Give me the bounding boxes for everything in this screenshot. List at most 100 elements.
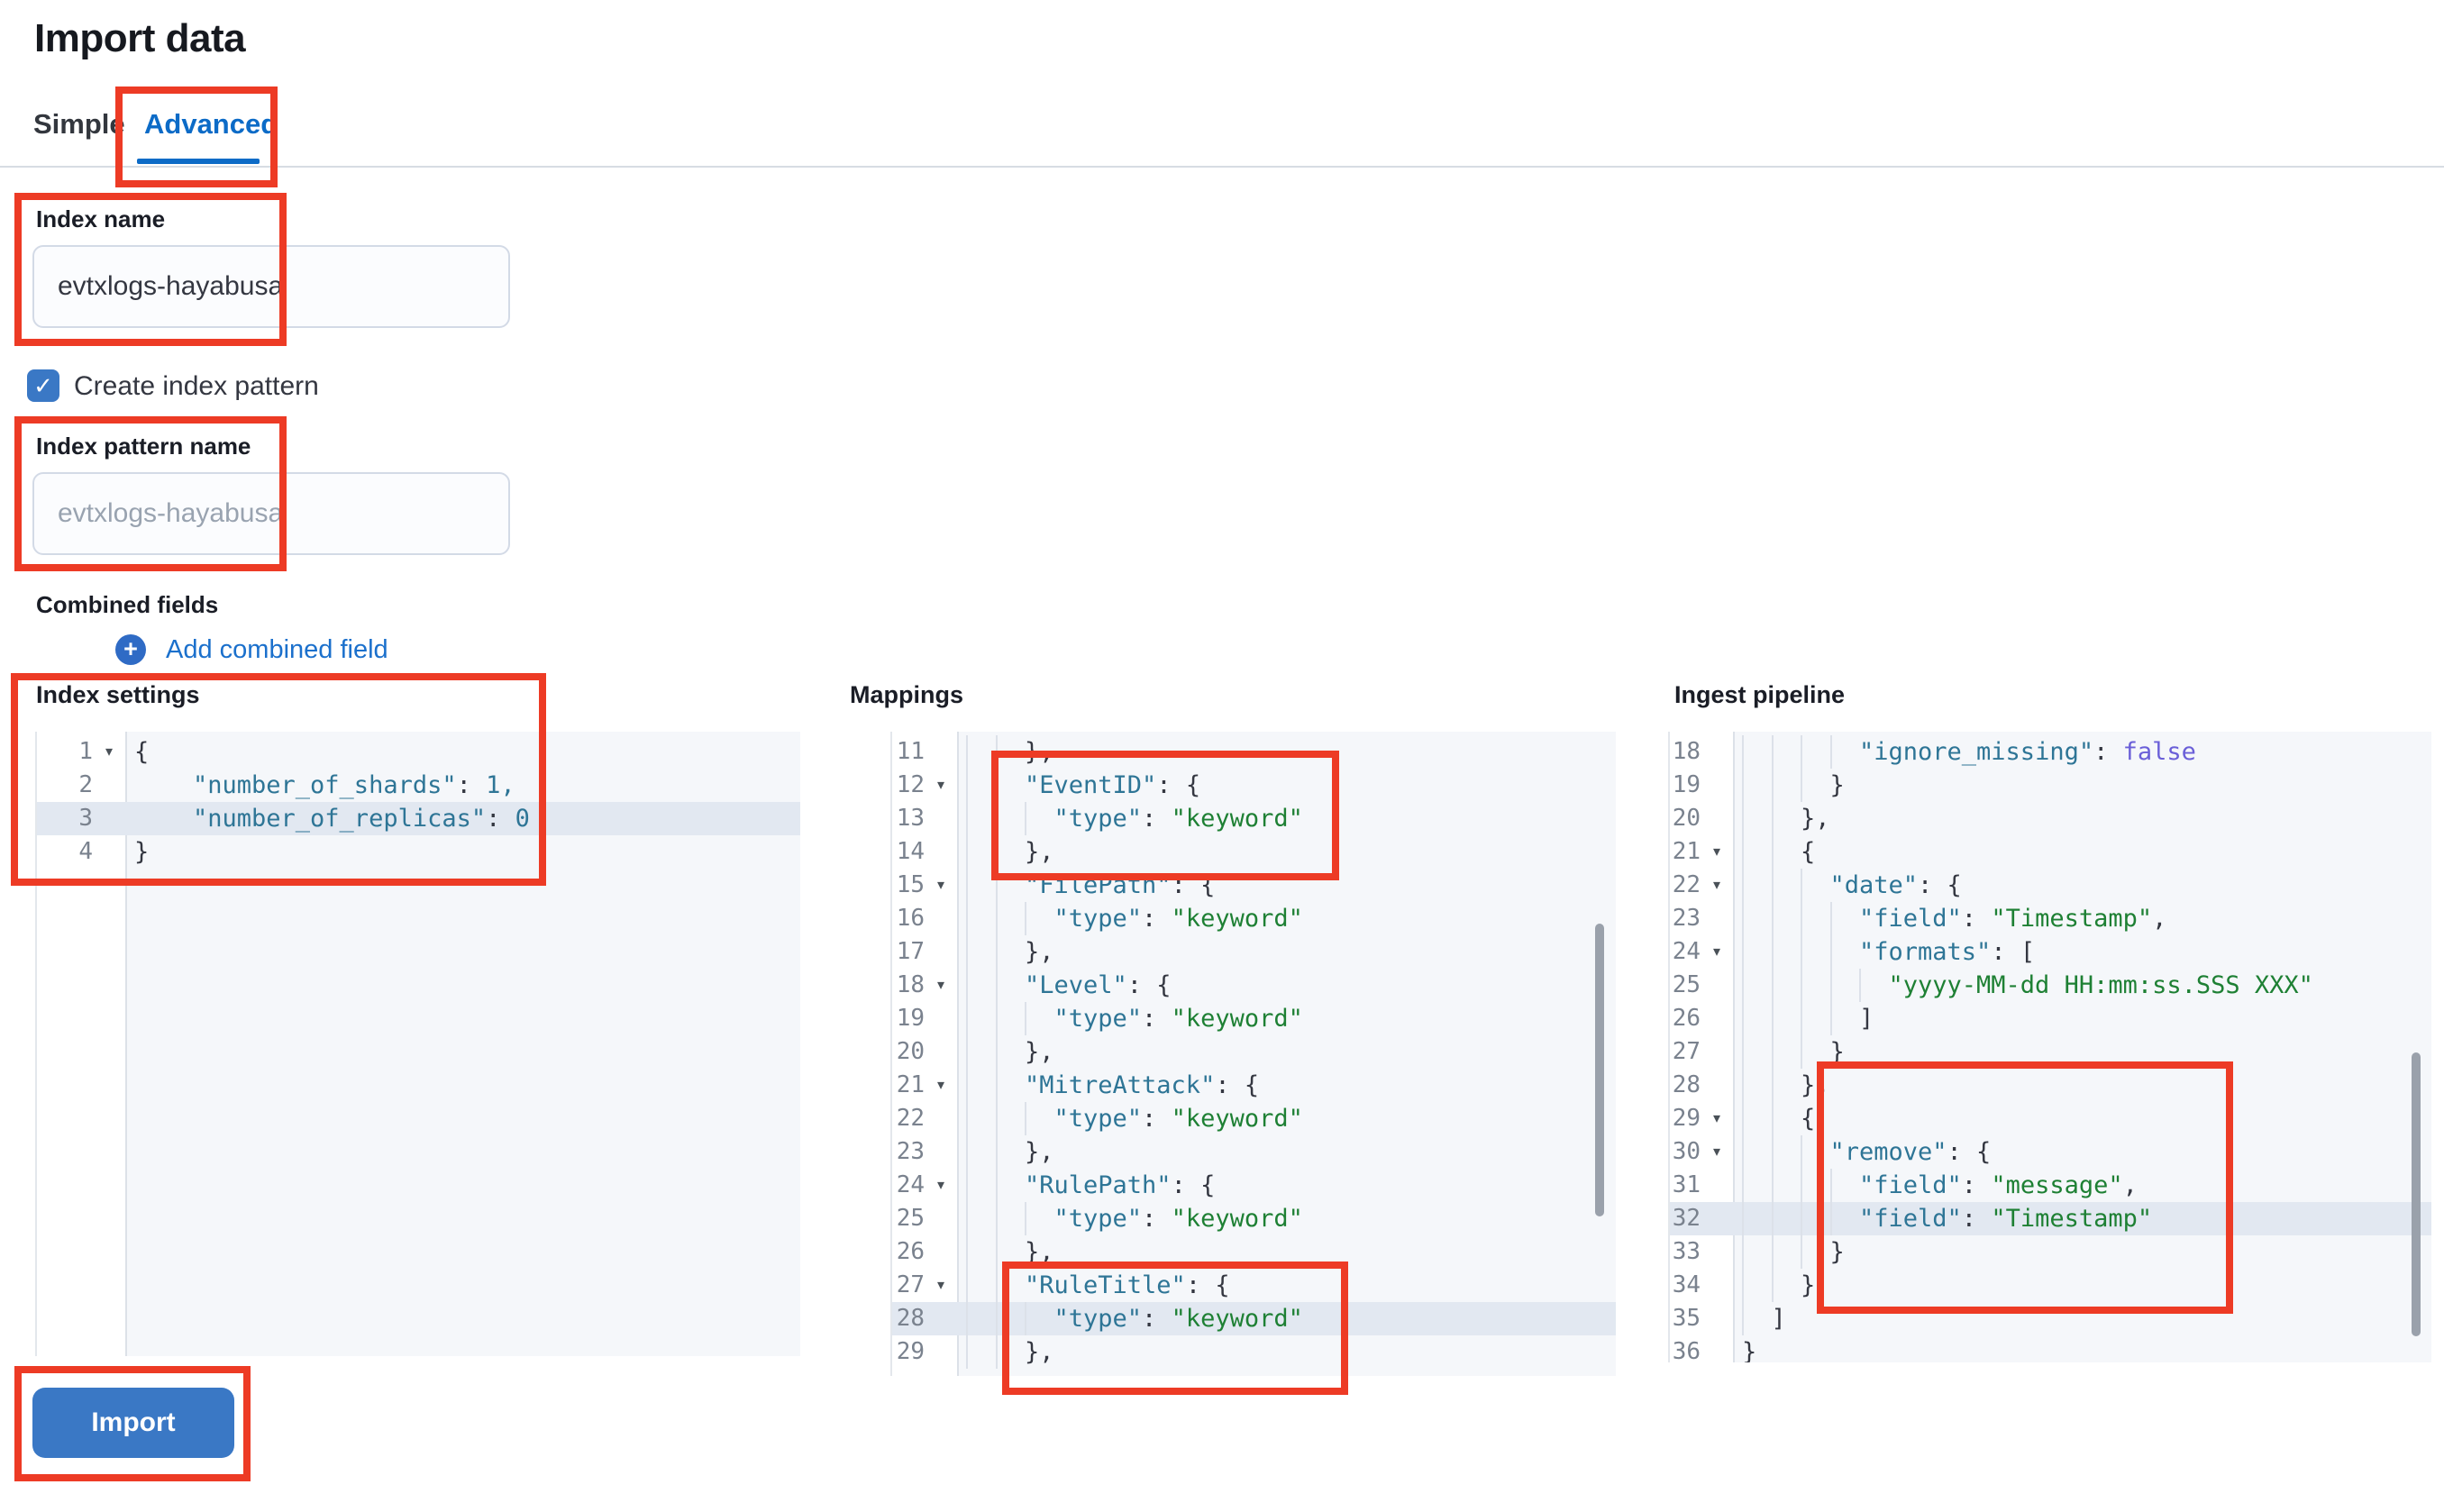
code-line[interactable]: 21▾{ [1670, 835, 2431, 869]
import-button[interactable]: Import [32, 1388, 234, 1458]
fold-caret-icon[interactable]: ▾ [1712, 878, 1721, 893]
active-code-line[interactable]: 32"field": "Timestamp" [1670, 1202, 2431, 1235]
code-line[interactable]: 4} [37, 835, 800, 869]
fold-caret-icon[interactable]: ▾ [936, 1178, 945, 1193]
code-line[interactable]: 24▾"formats": [ [1670, 935, 2431, 969]
active-code-line[interactable]: 28"type": "keyword" [892, 1302, 1616, 1335]
code-line[interactable]: 35] [1670, 1302, 2431, 1335]
code-line[interactable]: 12▾"EventID": { [892, 769, 1616, 802]
code-text: "type": "keyword" [957, 1002, 1616, 1035]
code-line[interactable]: 27} [1670, 1035, 2431, 1069]
code-line[interactable]: 29}, [892, 1335, 1616, 1369]
indent-guide [1025, 902, 1054, 935]
code-line[interactable]: 29▾{ [1670, 1102, 2431, 1135]
fold-caret-slot [925, 802, 957, 835]
fold-caret-icon[interactable]: ▾ [936, 778, 945, 793]
fold-caret-icon[interactable]: ▾ [105, 744, 114, 760]
line-number: 19 [896, 1005, 925, 1032]
token-p: : [1961, 1171, 1992, 1199]
code-text: "number_of_shards": 1, [125, 769, 800, 802]
code-line[interactable]: 20}, [1670, 802, 2431, 835]
indent-guide [996, 869, 1026, 902]
indent-guide [966, 1235, 996, 1269]
code-line[interactable]: 18"ignore_missing": false [1670, 735, 2431, 769]
fold-caret-icon[interactable]: ▾ [1712, 1144, 1721, 1160]
fold-caret-slot [1701, 1235, 1733, 1269]
fold-caret-icon[interactable]: ▾ [936, 1078, 945, 1093]
active-code-line[interactable]: 3"number_of_replicas": 0 [37, 802, 800, 835]
indent-guide [1772, 1235, 1801, 1269]
code-line[interactable]: 21▾"MitreAttack": { [892, 1069, 1616, 1102]
token-k: "number_of_shards" [193, 771, 457, 799]
code-line[interactable]: 24▾"RulePath": { [892, 1169, 1616, 1202]
indent-guide [1742, 835, 1772, 869]
code-line[interactable]: 27▾"RuleTitle": { [892, 1269, 1616, 1302]
code-line[interactable]: 34} [1670, 1269, 2431, 1302]
code-line[interactable]: 25"yyyy-MM-dd HH:mm:ss.SSS XXX" [1670, 969, 2431, 1002]
fold-caret-icon[interactable]: ▾ [936, 1278, 945, 1293]
code-text: "field": "message", [1733, 1169, 2431, 1202]
code-text: "formats": [ [1733, 935, 2431, 969]
indent-guide [966, 1069, 996, 1102]
code-line[interactable]: 14}, [892, 835, 1616, 869]
fold-caret-icon[interactable]: ▾ [1712, 844, 1721, 860]
code-line[interactable]: 20}, [892, 1035, 1616, 1069]
code-line[interactable]: 22▾"date": { [1670, 869, 2431, 902]
code-line[interactable]: 36} [1670, 1335, 2431, 1362]
code-line[interactable]: 11}, [892, 735, 1616, 769]
code-text: "type": "keyword" [957, 1102, 1616, 1135]
add-combined-field-button[interactable]: + Add combined field [115, 634, 388, 665]
code-text: "type": "keyword" [957, 902, 1616, 935]
ingest-pipeline-scrollbar[interactable] [2412, 1052, 2421, 1336]
tab-advanced[interactable]: Advanced [144, 108, 278, 140]
token-p: : { [1185, 1271, 1230, 1299]
code-line[interactable]: 16"type": "keyword" [892, 902, 1616, 935]
line-number: 34 [1672, 1271, 1701, 1298]
code-line[interactable]: 22"type": "keyword" [892, 1102, 1616, 1135]
token-s: "Timestamp" [1991, 905, 2153, 933]
mappings-editor[interactable]: 11},12▾"EventID": {13"type": "keyword"14… [890, 732, 1616, 1376]
code-line[interactable]: 13"type": "keyword" [892, 802, 1616, 835]
token-p: : { [1171, 1171, 1216, 1199]
code-text: "ignore_missing": false [1733, 735, 2431, 769]
indent-guide [1830, 1202, 1860, 1235]
line-number: 23 [896, 1138, 925, 1165]
index-pattern-name-input[interactable] [32, 472, 510, 555]
code-line[interactable]: 2"number_of_shards": 1, [37, 769, 800, 802]
code-line[interactable]: 18▾"Level": { [892, 969, 1616, 1002]
line-number: 20 [1672, 805, 1701, 832]
fold-caret-slot [925, 1002, 957, 1035]
code-line[interactable]: 26}, [892, 1235, 1616, 1269]
token-k: "RuleTitle" [1025, 1271, 1186, 1299]
code-line[interactable]: 19} [1670, 769, 2431, 802]
tab-simple[interactable]: Simple [33, 108, 125, 140]
fold-caret-icon[interactable]: ▾ [936, 878, 945, 893]
code-line[interactable]: 23}, [892, 1135, 1616, 1169]
token-p: : { [1126, 971, 1172, 999]
index-name-input[interactable] [32, 245, 510, 328]
token-p: } [1829, 771, 1845, 799]
fold-caret-icon[interactable]: ▾ [936, 978, 945, 993]
code-line[interactable]: 25"type": "keyword" [892, 1202, 1616, 1235]
code-line[interactable]: 26] [1670, 1002, 2431, 1035]
code-line[interactable]: 17}, [892, 935, 1616, 969]
code-line[interactable]: 19 "type": "keyword" [892, 1002, 1616, 1035]
token-k: "field" [1859, 1205, 1962, 1233]
code-line[interactable]: 31"field": "message", [1670, 1169, 2431, 1202]
code-text: } [1733, 1235, 2431, 1269]
code-line[interactable]: 33} [1670, 1235, 2431, 1269]
fold-caret-icon[interactable]: ▾ [1712, 1111, 1721, 1126]
code-line[interactable]: 28}, [1670, 1069, 2431, 1102]
token-n: 1, [486, 771, 515, 799]
fold-caret-icon[interactable]: ▾ [1712, 944, 1721, 960]
mappings-scrollbar[interactable] [1595, 924, 1604, 1216]
index-settings-editor[interactable]: 1▾{2"number_of_shards": 1,3"number_of_re… [35, 732, 800, 1356]
token-p: ] [1859, 1005, 1874, 1033]
token-k: "MitreAttack" [1025, 1071, 1216, 1099]
create-index-pattern-checkbox[interactable]: ✓ [27, 369, 59, 402]
code-line[interactable]: 30▾"remove": { [1670, 1135, 2431, 1169]
code-line[interactable]: 23"field": "Timestamp", [1670, 902, 2431, 935]
code-line[interactable]: 1▾{ [37, 735, 800, 769]
code-line[interactable]: 15▾"FilePath": { [892, 869, 1616, 902]
